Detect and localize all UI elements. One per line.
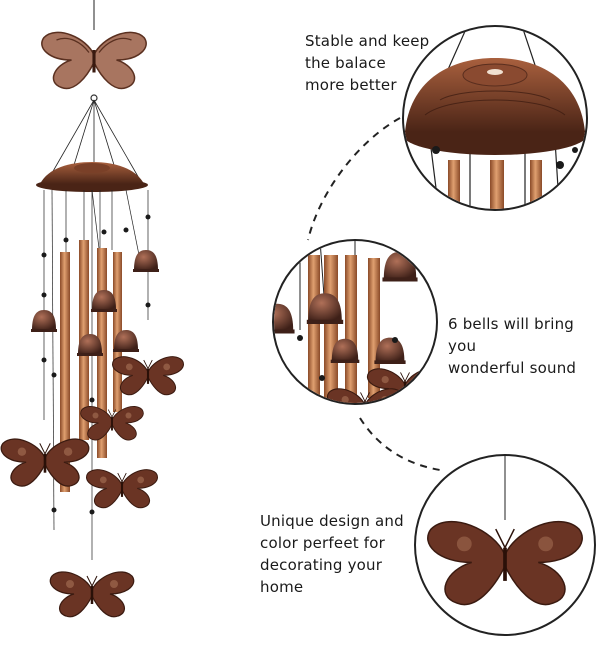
detail-circle-butterfly	[414, 454, 596, 636]
caption-stability: Stable and keep the balace more better	[305, 32, 430, 94]
main-wind-chime	[0, 0, 185, 619]
caption-design: Unique design and color perfeet for deco…	[260, 512, 404, 596]
bell-icon	[31, 250, 159, 356]
detail-circle-canopy	[402, 25, 588, 211]
butterfly-icon	[427, 520, 583, 606]
caption-bells: 6 bells will bring you wonderful sound	[448, 315, 577, 377]
canopy-icon	[36, 162, 148, 192]
butterfly-icon	[41, 31, 147, 90]
detail-circle-bells	[272, 239, 438, 405]
connector-lines	[307, 117, 441, 471]
